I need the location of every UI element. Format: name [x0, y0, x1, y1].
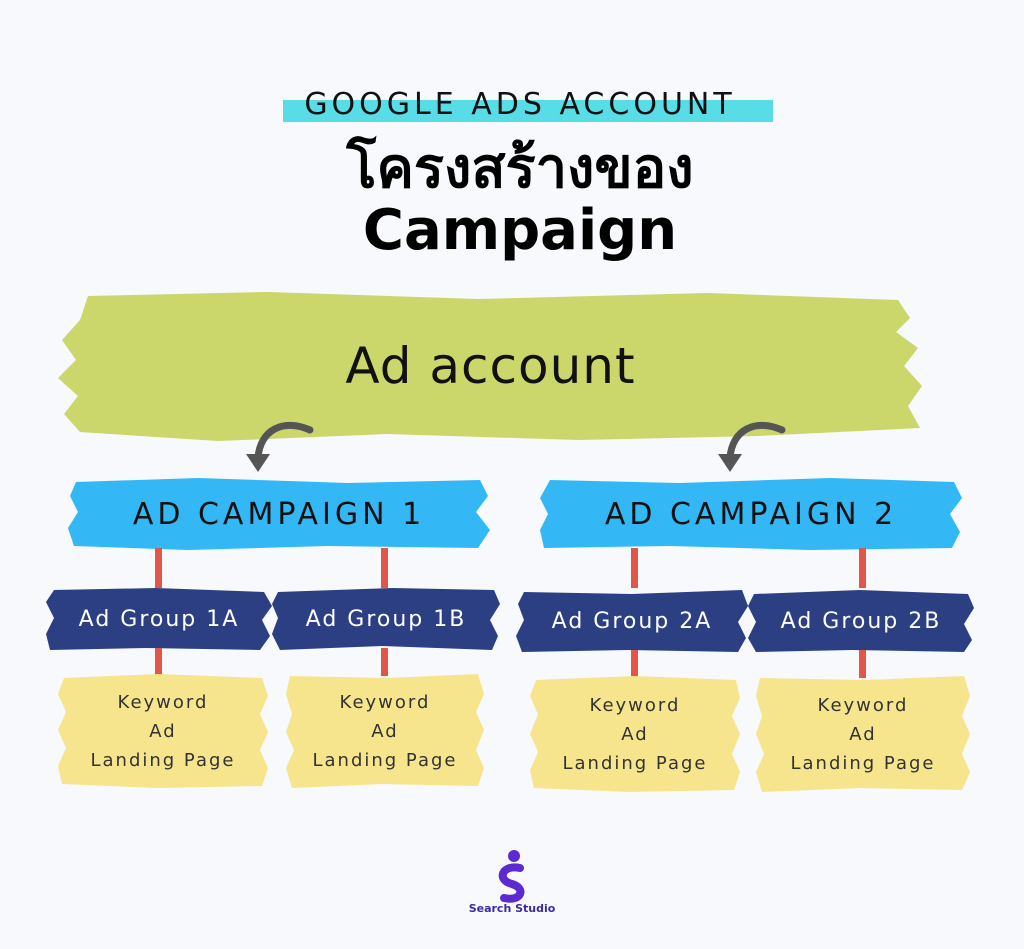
ad-group-2b-brush: [748, 590, 974, 652]
ad-campaign-1-brush: [68, 478, 490, 550]
ad-group-2a-contents: Keyword Ad Landing Page: [530, 676, 740, 792]
ad-group-1a-label: Ad Group 1A: [78, 606, 240, 632]
ad-account-label: Ad account: [345, 337, 636, 395]
ad-campaign-1-label: AD CAMPAIGN 1: [132, 496, 426, 532]
ad-group-1a-node: Ad Group 1A: [46, 588, 272, 650]
ad-campaign-1-node: AD CAMPAIGN 1: [68, 478, 490, 550]
ad-item: Ad: [149, 720, 177, 742]
connector-line: [155, 648, 162, 676]
search-studio-logo: Search Studio: [460, 848, 564, 920]
connector-line: [381, 548, 388, 588]
title-highlight: [283, 100, 773, 122]
ad-item: Ad: [371, 720, 399, 742]
page-title-thai: โครงสร้างของ: [346, 135, 694, 201]
ad-group-1a-contents-text: Keyword Ad Landing Page: [58, 674, 268, 788]
ad-group-1b-brush: [272, 588, 500, 650]
page-title-english: Campaign: [362, 197, 678, 263]
ad-group-1b-contents: Keyword Ad Landing Page: [286, 674, 484, 788]
connector-line: [859, 650, 866, 678]
ad-group-1b-node: Ad Group 1B: [272, 588, 500, 650]
connector-line: [631, 548, 638, 588]
ad-group-2a-node: Ad Group 2A: [516, 590, 748, 652]
ad-group-1a-brush: [46, 588, 272, 650]
ad-campaign-2-brush: [540, 478, 962, 550]
ad-group-2b-contents-text: Keyword Ad Landing Page: [756, 676, 970, 792]
ad-group-2b-contents: Keyword Ad Landing Page: [756, 676, 970, 792]
ad-group-2b-node: Ad Group 2B: [748, 590, 974, 652]
ad-item: Ad: [621, 723, 649, 745]
ad-group-2a-label: Ad Group 2A: [551, 608, 713, 634]
keyword-item: Keyword: [117, 691, 209, 713]
connector-line: [631, 650, 638, 678]
ad-group-1a-contents: Keyword Ad Landing Page: [58, 674, 268, 788]
ad-group-1b-contents-text: Keyword Ad Landing Page: [286, 674, 484, 788]
keyword-item: Keyword: [817, 694, 909, 716]
ad-group-1b-contents-brush: [286, 674, 484, 788]
landing-page-item: Landing Page: [562, 752, 708, 774]
landing-page-item: Landing Page: [90, 749, 236, 771]
ad-group-2a-contents-text: Keyword Ad Landing Page: [530, 676, 740, 792]
landing-page-item: Landing Page: [790, 752, 936, 774]
ad-group-2b-label: Ad Group 2B: [780, 608, 942, 634]
ad-group-1a-contents-brush: [58, 674, 268, 788]
ad-campaign-2-node: AD CAMPAIGN 2: [540, 478, 962, 550]
connector-line: [381, 648, 388, 676]
connector-line: [155, 548, 162, 588]
kicker-heading: GOOGLE ADS ACCOUNT: [304, 86, 736, 122]
logo-text: Search Studio: [468, 902, 556, 915]
logo-mark-icon: [498, 850, 525, 903]
keyword-item: Keyword: [589, 694, 681, 716]
ad-campaign-2-label: AD CAMPAIGN 2: [604, 496, 898, 532]
ad-group-2a-brush: [516, 590, 748, 652]
ad-item: Ad: [849, 723, 877, 745]
ad-account-node: Ad account: [58, 290, 923, 442]
connector-line: [859, 548, 866, 588]
ad-group-1b-label: Ad Group 1B: [305, 606, 467, 632]
curved-arrow-icon: [718, 421, 786, 472]
ad-group-2a-contents-brush: [530, 676, 740, 792]
ad-account-brush: [58, 292, 922, 441]
ad-group-2b-contents-brush: [756, 676, 970, 792]
curved-arrow-icon: [246, 421, 314, 472]
keyword-item: Keyword: [339, 691, 431, 713]
landing-page-item: Landing Page: [312, 749, 458, 771]
